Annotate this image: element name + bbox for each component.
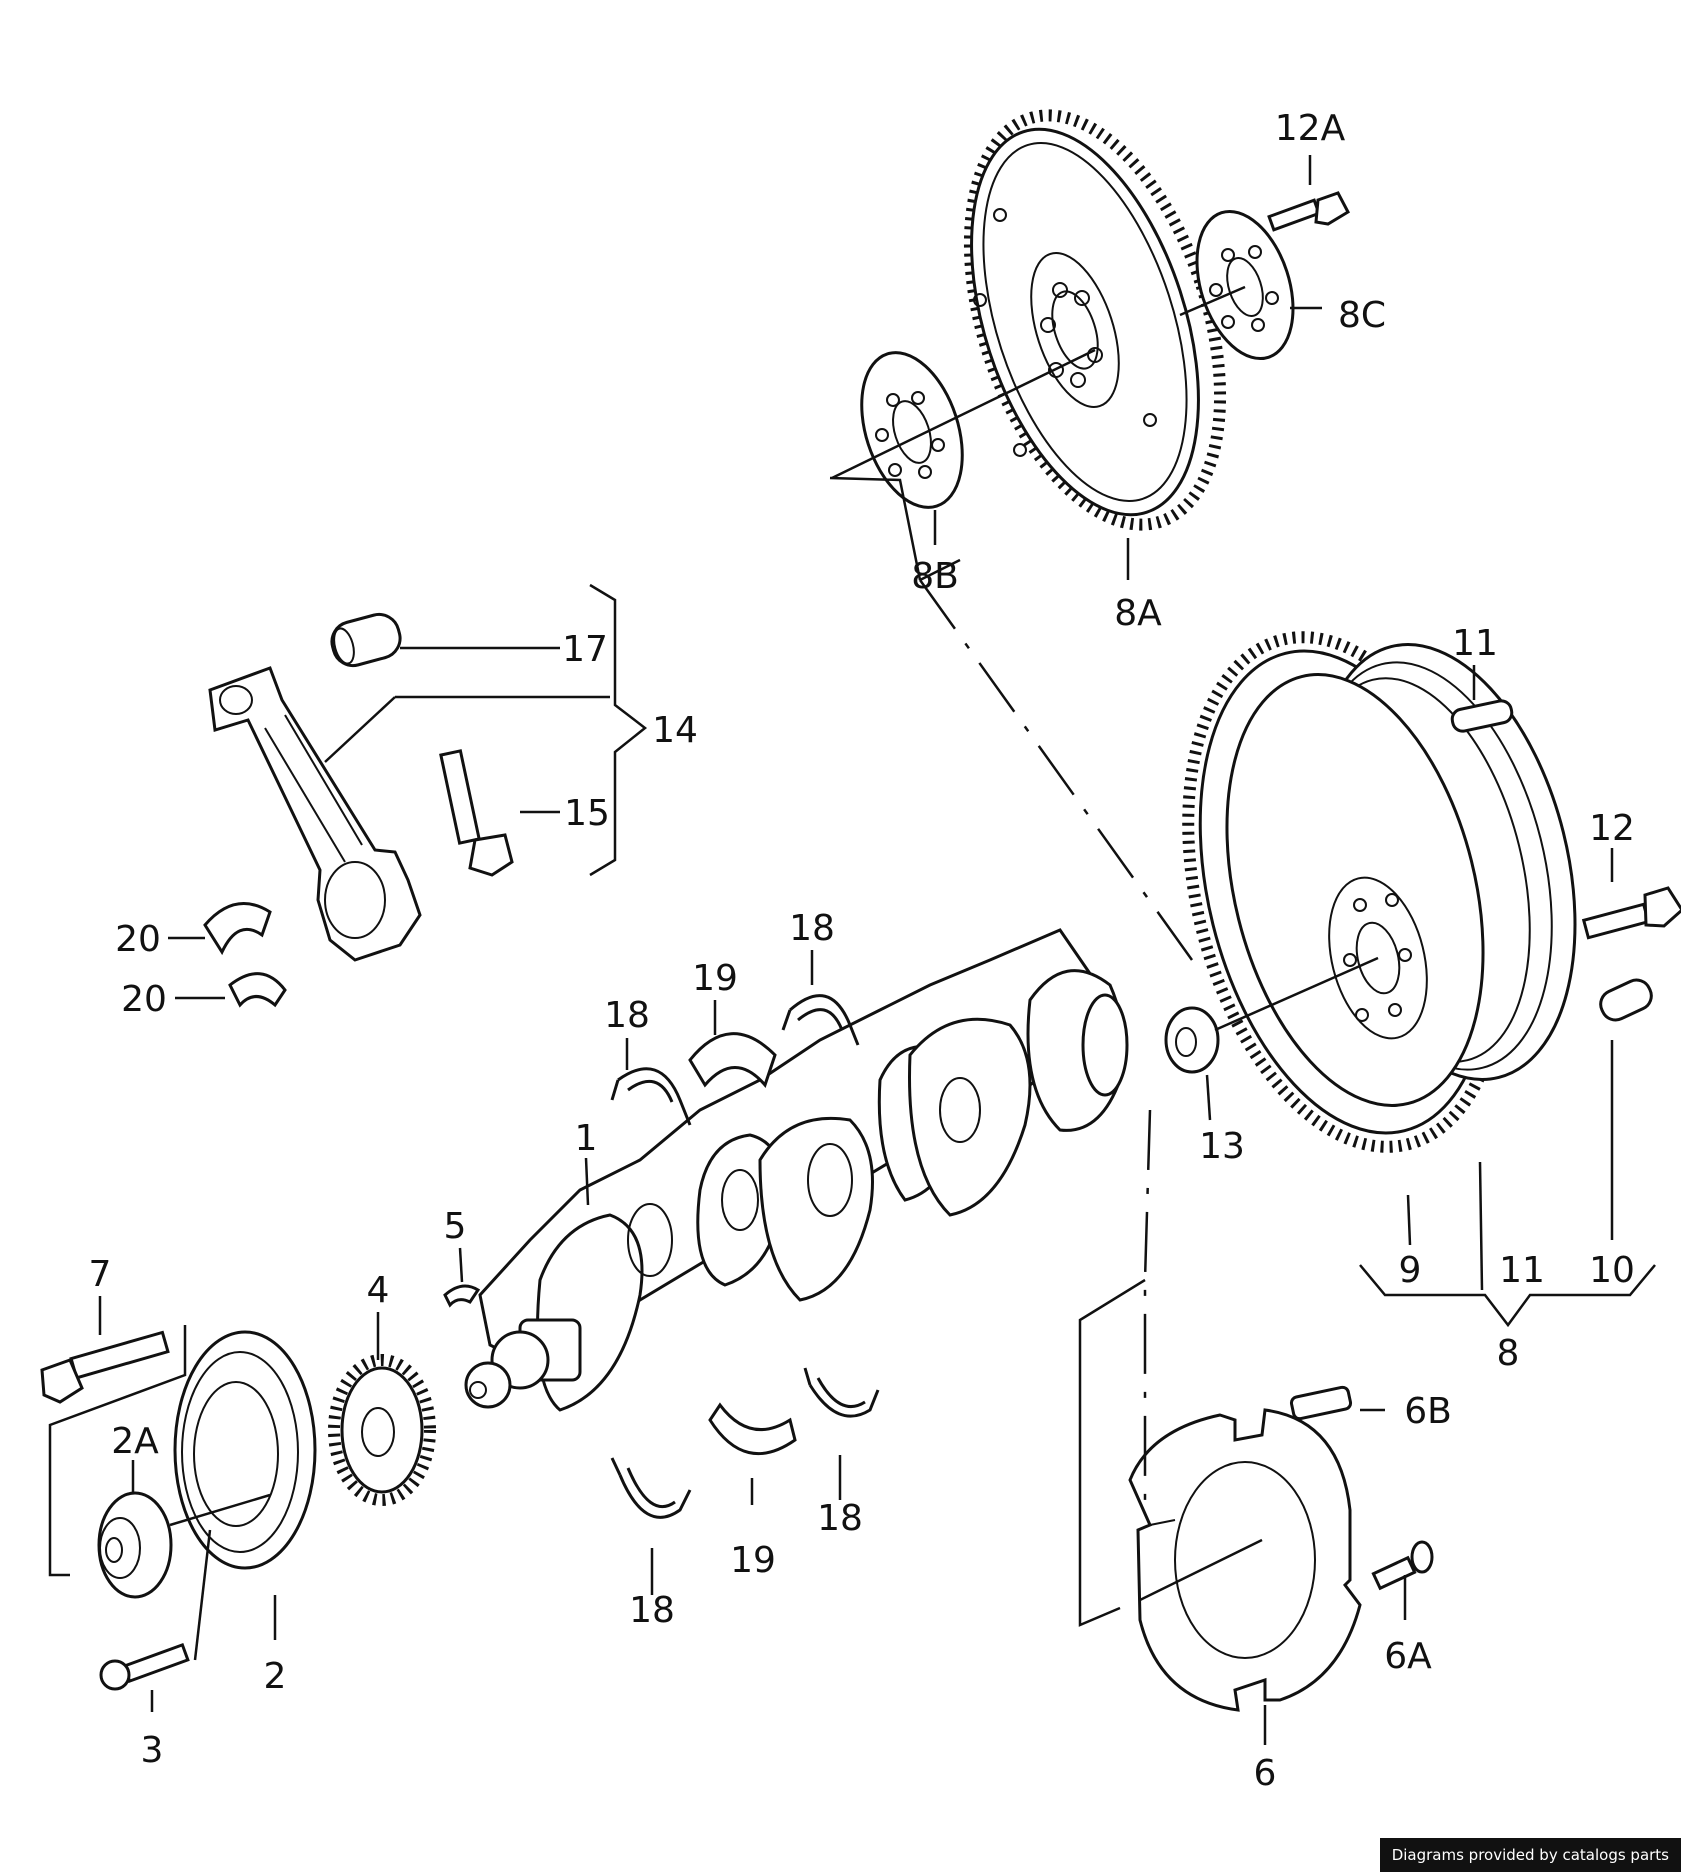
callout-17: 17 <box>562 629 608 670</box>
part-2-vibration-damper <box>173 1330 317 1570</box>
callout-13: 13 <box>1199 1126 1245 1167</box>
part-18-thrust-washer-b <box>781 994 860 1046</box>
callout-10: 10 <box>1589 1250 1635 1291</box>
callout-15: 15 <box>564 793 610 834</box>
callout-11-flywheel: 11 <box>1499 1250 1545 1291</box>
part-4-crankshaft-sprocket <box>328 1354 436 1506</box>
callout-18-d: 18 <box>629 1590 675 1631</box>
callout-6b: 6B <box>1404 1391 1452 1432</box>
part-11-dowel-pin <box>1450 699 1514 733</box>
callout-6: 6 <box>1254 1753 1277 1794</box>
callout-5: 5 <box>444 1206 467 1247</box>
callout-19-upper: 19 <box>692 958 738 999</box>
part-18-thrust-washer-c <box>803 1367 880 1418</box>
callout-6a: 6A <box>1384 1636 1432 1677</box>
part-18-thrust-washer-a <box>610 1067 692 1126</box>
part-10-dowel-pin <box>1599 978 1653 1022</box>
callout-2: 2 <box>264 1656 287 1697</box>
part-13-needle-bearing <box>1164 1006 1220 1074</box>
callout-8b: 8B <box>911 556 959 597</box>
callout-8a: 8A <box>1114 593 1162 634</box>
callout-3: 3 <box>141 1730 164 1771</box>
callout-2a: 2A <box>111 1421 159 1462</box>
part-6b-stud <box>1289 1385 1353 1421</box>
part-1-crankshaft <box>464 928 1129 1412</box>
part-15-rod-bolt <box>439 749 514 877</box>
part-20-bearing-shell-lower <box>228 972 287 1008</box>
part-20-bearing-shell-upper <box>203 902 272 956</box>
callout-7: 7 <box>89 1254 112 1295</box>
callout-18-a: 18 <box>604 995 650 1036</box>
part-6-sealing-flange <box>1128 1408 1362 1712</box>
part-2a-pulley-hub <box>97 1491 173 1599</box>
part-17-piston-pin-bushing <box>330 612 402 668</box>
part-19-main-bearing-shell-lower <box>708 1402 797 1456</box>
callout-12a: 12A <box>1275 108 1346 149</box>
part-12a-bolt <box>1267 191 1350 232</box>
callout-18-c: 18 <box>817 1498 863 1539</box>
callout-14: 14 <box>652 710 698 751</box>
callout-11-pin: 11 <box>1452 623 1498 664</box>
callout-4: 4 <box>367 1270 390 1311</box>
part-19-main-bearing-shell-upper <box>688 1032 777 1088</box>
credit-badge: Diagrams provided by catalogs parts <box>1379 1838 1681 1872</box>
callout-8: 8 <box>1497 1333 1520 1374</box>
callout-20-lower: 20 <box>121 979 167 1020</box>
callout-9: 9 <box>1399 1250 1422 1291</box>
callout-18-b: 18 <box>789 908 835 949</box>
part-6a-bolt <box>1371 1540 1434 1591</box>
part-5-woodruff-key <box>443 1284 481 1308</box>
part-7-bolt <box>40 1330 170 1404</box>
part-14-connecting-rod <box>208 666 422 962</box>
part-12-bolt <box>1581 886 1681 940</box>
part-8b-spacer-plate <box>860 351 964 509</box>
callout-1: 1 <box>575 1118 598 1159</box>
callout-8c: 8C <box>1338 295 1386 336</box>
part-8c-spacer-plate <box>1195 209 1295 361</box>
callout-12: 12 <box>1589 808 1635 849</box>
part-18-thrust-washer-d <box>610 1457 692 1519</box>
callout-19-lower: 19 <box>730 1540 776 1581</box>
part-3-bolt <box>99 1642 190 1691</box>
callout-20-upper: 20 <box>115 919 161 960</box>
